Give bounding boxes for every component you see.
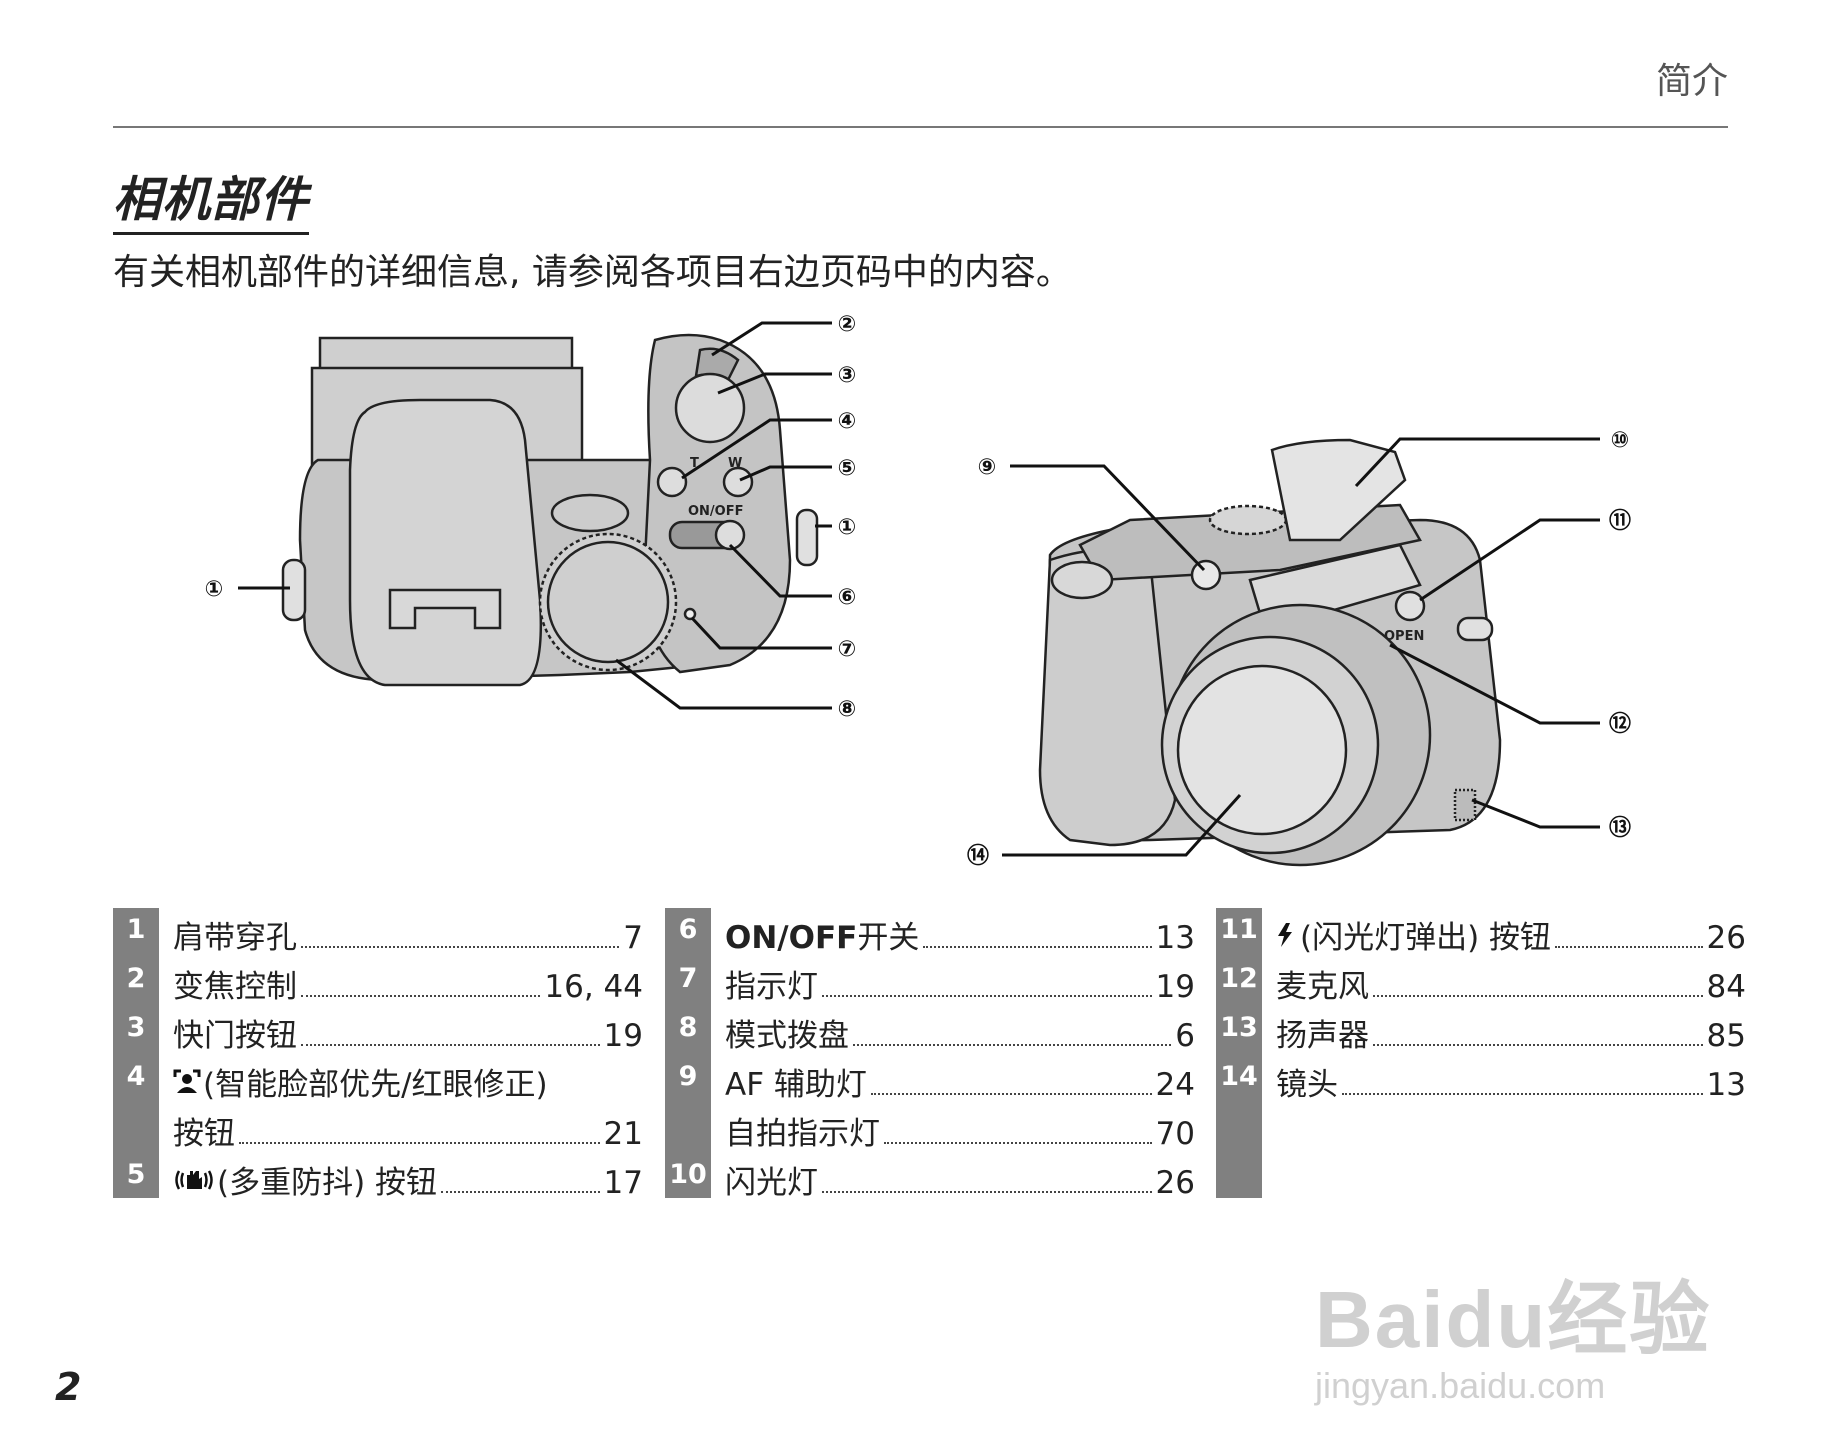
part-page: 21 bbox=[604, 1116, 643, 1152]
flash-open-label: OPEN bbox=[1384, 629, 1424, 644]
part-label: 闪光灯 bbox=[725, 1157, 818, 1202]
callout-12: ⑫ bbox=[1609, 711, 1631, 737]
part-row-14: 14 镜头 13 bbox=[1216, 1055, 1746, 1104]
part-row-6: 6 ON/OFF 开关 13 bbox=[665, 908, 1195, 957]
part-label: AF 辅助灯 bbox=[725, 1059, 867, 1104]
part-label: 肩带穿孔 bbox=[173, 912, 297, 957]
part-number: 6 bbox=[665, 914, 711, 945]
watermark-logo: Baidu经验 bbox=[1315, 1255, 1711, 1371]
part-number: 13 bbox=[1216, 1012, 1262, 1043]
watermark: Baidu经验 jingyan.baidu.com bbox=[1315, 1255, 1711, 1407]
parts-column-1: 1 肩带穿孔 7 2 变焦控制 16, 44 3 快门按钮 19 4 (智能脸部优先/… bbox=[113, 908, 643, 1202]
callout-2: ② bbox=[838, 312, 857, 337]
part-page: 19 bbox=[1156, 969, 1195, 1005]
part-row-4: 4 (智能脸部优先/红眼修正) bbox=[113, 1055, 643, 1104]
part-label-continued: 按钮 bbox=[173, 1108, 235, 1153]
part-label: ON/OFF bbox=[725, 920, 857, 956]
parts-column-2: 6 ON/OFF 开关 13 7 指示灯 19 8 模式拨盘 6 9 AF 辅助灯 24… bbox=[665, 908, 1195, 1202]
callout-14: ⑭ bbox=[967, 843, 989, 869]
callout-10: ⑩ bbox=[1611, 428, 1630, 453]
part-row-7: 7 指示灯 19 bbox=[665, 957, 1195, 1006]
callout-6: ⑥ bbox=[838, 585, 857, 610]
callout-1-right: ① bbox=[838, 515, 857, 540]
on-off-switch-label: ON/OFF bbox=[688, 504, 744, 519]
part-number: 4 bbox=[113, 1061, 159, 1092]
callout-13: ⑬ bbox=[1609, 815, 1631, 841]
part-number: 8 bbox=[665, 1012, 711, 1043]
part-page: 19 bbox=[604, 1018, 643, 1054]
part-number: 10 bbox=[665, 1159, 711, 1190]
part-row-3: 3 快门按钮 19 bbox=[113, 1006, 643, 1055]
part-page: 7 bbox=[623, 920, 643, 956]
part-number: 5 bbox=[113, 1159, 159, 1190]
callout-11: ⑪ bbox=[1609, 508, 1631, 534]
part-page: 16, 44 bbox=[544, 969, 643, 1005]
part-number: 1 bbox=[113, 914, 159, 945]
part-row-1: 1 肩带穿孔 7 bbox=[113, 908, 643, 957]
callout-8: ⑧ bbox=[838, 697, 857, 722]
part-label-continued: 自拍指示灯 bbox=[725, 1108, 880, 1153]
zoom-w-label: W bbox=[728, 456, 742, 471]
part-number: 9 bbox=[665, 1061, 711, 1092]
callout-9: ⑨ bbox=[978, 455, 997, 480]
part-label: (闪光灯弹出) 按钮 bbox=[1300, 912, 1551, 957]
part-row-5: 5 (多重防抖) 按钮 17 bbox=[113, 1153, 643, 1202]
part-page: 85 bbox=[1707, 1018, 1746, 1054]
part-number: 11 bbox=[1216, 914, 1262, 945]
camera-figures: .cl { font-family:"DejaVu Sans",sans-ser… bbox=[0, 0, 1837, 900]
part-page: 17 bbox=[604, 1165, 643, 1201]
part-page: 26 bbox=[1707, 920, 1746, 956]
part-row-9: 9 AF 辅助灯 24 bbox=[665, 1055, 1195, 1104]
part-page: 13 bbox=[1707, 1067, 1746, 1103]
part-page: 70 bbox=[1156, 1116, 1195, 1152]
part-page: 6 bbox=[1175, 1018, 1195, 1054]
part-label: 扬声器 bbox=[1276, 1010, 1369, 1055]
part-label: 指示灯 bbox=[725, 961, 818, 1006]
callout-3: ③ bbox=[838, 363, 857, 388]
part-row-10: 10 闪光灯 26 bbox=[665, 1153, 1195, 1202]
part-page: 24 bbox=[1156, 1067, 1195, 1103]
callout-5: ⑤ bbox=[838, 456, 857, 481]
part-label: 模式拨盘 bbox=[725, 1010, 849, 1055]
part-row-8: 8 模式拨盘 6 bbox=[665, 1006, 1195, 1055]
stabilizer-icon bbox=[173, 1165, 217, 1201]
part-number: 3 bbox=[113, 1012, 159, 1043]
part-number: 14 bbox=[1216, 1061, 1262, 1092]
part-label: 镜头 bbox=[1276, 1059, 1338, 1104]
part-page: 84 bbox=[1707, 969, 1746, 1005]
part-label: 麦克风 bbox=[1276, 961, 1369, 1006]
callout-1-left: ① bbox=[205, 577, 224, 602]
flash-icon bbox=[1276, 920, 1300, 956]
part-label: 变焦控制 bbox=[173, 961, 297, 1006]
part-row-11: 11 (闪光灯弹出) 按钮 26 bbox=[1216, 908, 1746, 957]
watermark-url: jingyan.baidu.com bbox=[1315, 1365, 1711, 1407]
part-label: (多重防抖) 按钮 bbox=[217, 1157, 437, 1202]
page-number: 2 bbox=[55, 1365, 81, 1409]
part-page: 13 bbox=[1156, 920, 1195, 956]
part-label-suffix: 开关 bbox=[857, 912, 919, 957]
part-row-13: 13 扬声器 85 bbox=[1216, 1006, 1746, 1055]
part-row-9-cont: 自拍指示灯 70 bbox=[665, 1104, 1195, 1153]
part-label: (智能脸部优先/红眼修正) bbox=[203, 1059, 548, 1104]
camera-front-view bbox=[1040, 440, 1500, 865]
part-row-4-cont: 按钮 21 bbox=[113, 1104, 643, 1153]
part-row-12: 12 麦克风 84 bbox=[1216, 957, 1746, 1006]
part-number: 7 bbox=[665, 963, 711, 994]
part-page: 26 bbox=[1156, 1165, 1195, 1201]
callout-4: ④ bbox=[838, 409, 857, 434]
face-icon bbox=[173, 1067, 203, 1103]
part-label: 快门按钮 bbox=[173, 1010, 297, 1055]
part-number: 2 bbox=[113, 963, 159, 994]
part-number: 12 bbox=[1216, 963, 1262, 994]
part-row-2: 2 变焦控制 16, 44 bbox=[113, 957, 643, 1006]
callout-7: ⑦ bbox=[838, 637, 857, 662]
